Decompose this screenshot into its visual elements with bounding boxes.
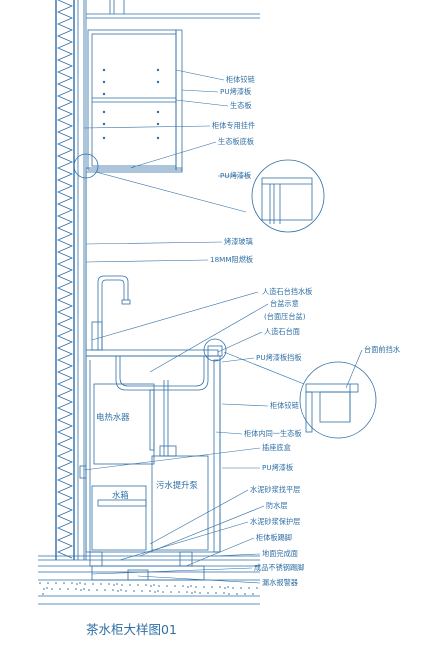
drawing-title: 茶水柜大样图01 <box>86 622 177 637</box>
label-hinge: 柜体铰链 <box>226 75 255 84</box>
label-floor-finish: 地面完成面 <box>262 549 298 558</box>
leader-lines <box>83 69 363 584</box>
label-cabinet-foot: 柜体板踢脚 <box>256 533 292 542</box>
label-basin-note: 台盆示意 <box>270 299 299 308</box>
label-hinge-2: 柜体铰链 <box>270 401 299 410</box>
wall <box>55 0 260 560</box>
lower-detail <box>223 351 377 439</box>
label-sewage-pump: 污水提升泵 <box>156 480 198 490</box>
upper-detail <box>73 153 325 233</box>
label-waterproof: 防水层 <box>266 501 288 510</box>
label-water-tank: 水箱 <box>112 490 129 500</box>
label-pu-board-2: PU烤漆板 <box>220 171 251 180</box>
label-basin-note-sub: (台面压台盆) <box>264 312 306 321</box>
label-stone-backsplash: 人造石台挡水板 <box>262 287 312 296</box>
lower-cabinet <box>79 355 221 567</box>
label-pu-board-3: PU烤漆板 <box>262 463 293 472</box>
floor-construction <box>38 555 260 605</box>
upper-cabinet <box>85 29 183 173</box>
label-mortar-protect: 水泥砂浆保护层 <box>250 517 300 526</box>
label-eco-board: 生态板 <box>230 101 252 110</box>
label-stone-top: 人造石台面 <box>264 327 300 336</box>
label-painted-glass: 烤漆玻璃 <box>224 237 253 246</box>
label-18mm-board: 18MM阻燃板 <box>210 255 253 264</box>
floor-aggregate <box>39 582 258 595</box>
label-inner-eco: 柜体内同一生态板 <box>244 429 302 438</box>
label-front-water-stop: 台面前挡水 <box>364 345 400 354</box>
label-water-heater: 电热水器 <box>96 412 130 422</box>
label-pu-board: PU烤漆板 <box>220 87 251 96</box>
faucet <box>91 275 131 351</box>
label-leak-alarm: 漏水报警器 <box>262 578 298 587</box>
label-hanger: 柜体专用挂件 <box>212 121 255 130</box>
label-ss-skirting: 成品不锈钢踢脚 <box>254 563 304 572</box>
shelf-pin-holes <box>102 68 160 140</box>
label-socket-box: 插座底盒 <box>262 443 291 452</box>
label-eco-base-board: 生态板底板 <box>218 137 254 146</box>
countertop <box>85 338 227 391</box>
label-pu-front-board: PU烤漆板挡板 <box>256 353 302 362</box>
label-mortar-level: 水泥砂浆找平层 <box>250 485 300 494</box>
